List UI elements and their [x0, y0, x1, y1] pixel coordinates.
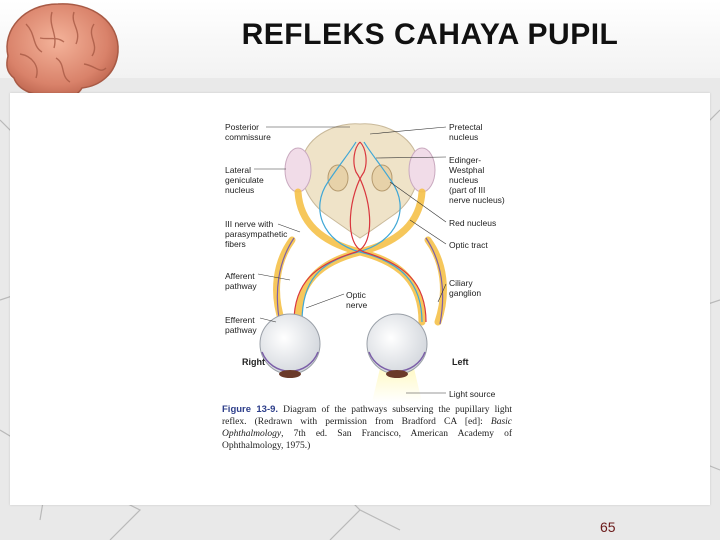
- eye-left: [366, 313, 428, 378]
- efferent-line-red: [293, 141, 371, 323]
- label-optic-tract: Optic tract: [449, 240, 488, 250]
- leader-optic-tract: [409, 219, 447, 245]
- label-ciliary-ganglion: Ciliary ganglion: [449, 278, 482, 298]
- leader-edinger-westphal: [375, 156, 447, 159]
- pupillary-reflex-diagram: [254, 123, 447, 402]
- label-red-nucleus: Red nucleus: [449, 218, 497, 228]
- eye-right: [259, 313, 321, 378]
- lateral-geniculate-right: [284, 147, 312, 193]
- label-lateral-geniculate: Lateral geniculate nucleus: [225, 165, 264, 195]
- afferent-line-blue-2: [301, 141, 401, 323]
- midbrain-shape: [300, 123, 420, 239]
- leader-afferent: [257, 273, 291, 281]
- label-light-source: Light source: [449, 389, 496, 399]
- lateral-geniculate-left: [408, 147, 436, 193]
- slide-title: REFLEKS CAHAYA PUPIL: [241, 18, 619, 51]
- nerve-line-left: [425, 237, 444, 325]
- brain-icon: [6, 3, 119, 100]
- red-nucleus-right: [327, 164, 349, 192]
- efferent-line-red-2: [349, 141, 427, 323]
- leader-ciliary: [437, 283, 447, 303]
- label-optic-nerve: Optic nerve: [346, 290, 368, 310]
- leader-iii-nerve: [277, 223, 301, 233]
- label-pretectal-nucleus: Pretectal nucleus: [449, 122, 483, 142]
- leader-red-nucleus: [389, 181, 447, 223]
- ciliary-path-right: [273, 236, 296, 326]
- label-efferent-pathway: Efferent pathway: [225, 315, 257, 335]
- leader-pretectal: [369, 126, 447, 135]
- figure-caption: Figure 13-9. Diagram of the pathways sub…: [222, 404, 512, 452]
- title-bar: [0, 0, 720, 78]
- label-edinger-westphal: Edinger- Westphal nucleus (part of III n…: [449, 155, 505, 205]
- leader-efferent: [259, 317, 277, 323]
- page-number: 65: [600, 519, 616, 535]
- caption-text-1: Diagram of the pathways subserving the p…: [222, 405, 513, 427]
- label-afferent-pathway: Afferent pathway: [225, 271, 257, 291]
- red-nucleus-left: [371, 164, 393, 192]
- ciliary-path-left: [424, 236, 447, 326]
- caption-text-2: , 7th ed. San Francisco, American Academ…: [222, 429, 512, 451]
- afferent-line-blue: [319, 141, 423, 323]
- label-iii-nerve: III nerve with parasympathetic fibers: [225, 219, 288, 249]
- label-posterior-commissure: Posterior commissure: [225, 122, 271, 142]
- figure-number: Figure 13-9.: [222, 404, 279, 415]
- label-eye-left: Left: [452, 357, 469, 367]
- caption-book-title: Basic Ophthalmology: [222, 417, 512, 439]
- label-eye-right: Right: [242, 357, 265, 367]
- leader-optic-nerve: [305, 293, 345, 309]
